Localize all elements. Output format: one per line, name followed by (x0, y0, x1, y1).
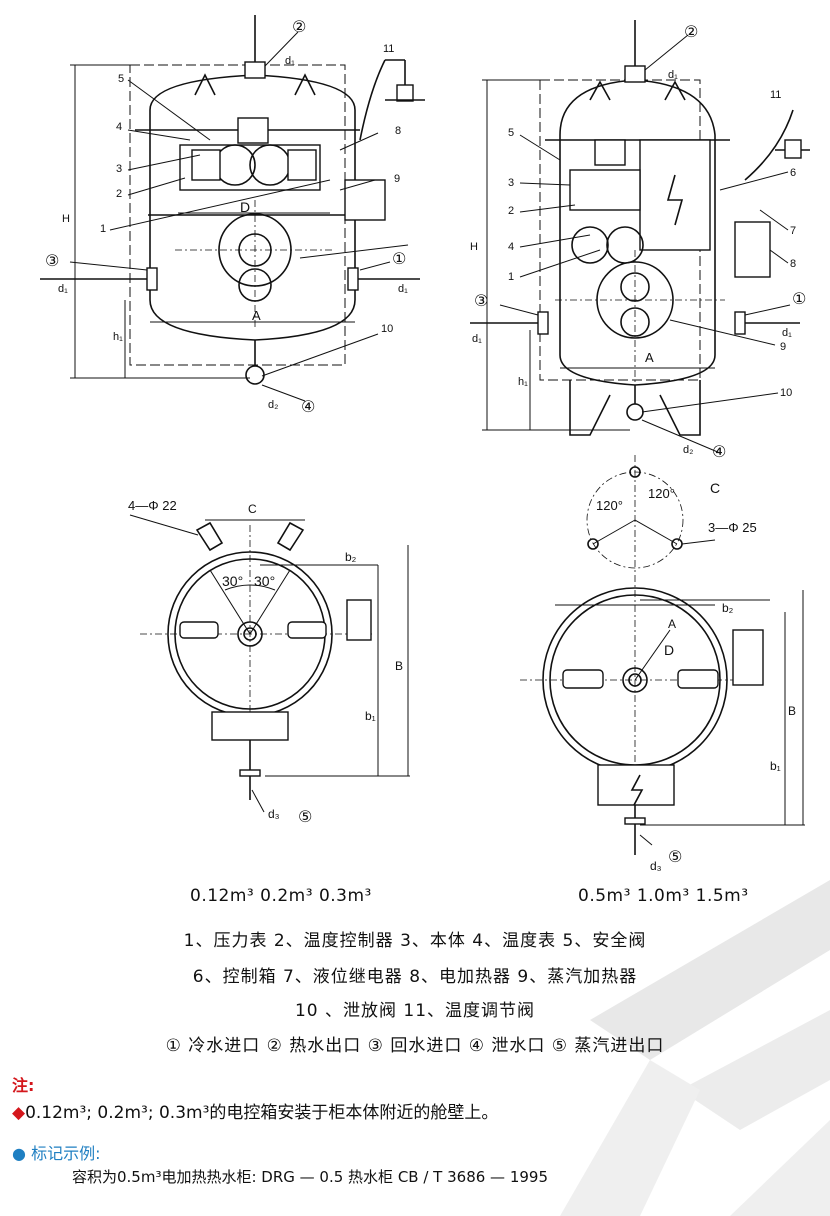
label-A-right: A (645, 350, 654, 365)
callout-r8: 8 (790, 258, 796, 270)
front-view-small (40, 15, 425, 402)
top-view-small (129, 514, 410, 813)
callout-5: 5 (118, 73, 124, 85)
label-d2-left: d₂ (268, 399, 278, 411)
legend-ports: ① 冷水进口 ② 热水出口 ③ 回水进口 ④ 泄水口 ⑤ 蒸汽进出口 (165, 1036, 665, 1056)
callout-r3: 3 (508, 177, 514, 189)
label-H-left: H (62, 213, 70, 225)
callout-2: 2 (116, 188, 122, 200)
callout-r1: 1 (508, 271, 514, 283)
caption-large-sizes: 0.5m³ 1.0m³ 1.5m³ (578, 886, 749, 906)
label-b1-right: b₁ (770, 759, 781, 773)
port-r2: ② (684, 24, 698, 41)
legend-line-2: 6、控制箱 7、液位继电器 8、电加热器 9、蒸汽加热器 (192, 967, 638, 987)
label-H-right: H (470, 241, 478, 253)
technical-drawing: .s{stroke:#111;fill:none;stroke-width:1.… (40, 15, 810, 873)
watermark-logo (560, 880, 830, 1216)
legend-line-1: 1、压力表 2、温度控制器 3、本体 4、温度表 5、安全阀 (183, 931, 647, 951)
port-5-left: ⑤ (298, 809, 312, 826)
caption-small-sizes: 0.12m³ 0.2m³ 0.3m³ (190, 886, 372, 906)
label-d1-right-right: d₁ (782, 327, 792, 339)
label-d1-left: d₁ (58, 283, 68, 295)
label-D-left: D (240, 199, 250, 215)
port-4: ④ (301, 399, 315, 416)
port-r1: ① (792, 291, 806, 308)
callout-r9: 9 (780, 341, 786, 353)
label-h1-left: h₁ (113, 331, 123, 343)
callout-8: 8 (395, 125, 401, 137)
label-d1-left-right: d₁ (472, 333, 482, 345)
label-d3-left: d₃ (268, 807, 280, 821)
front-view-large (470, 20, 810, 454)
label-b2-right: b₂ (722, 601, 734, 615)
label-A-left: A (252, 308, 261, 323)
label-d1-top-right: d₁ (668, 69, 678, 81)
note-text: 0.12m³; 0.2m³; 0.3m³的电控箱安装于柜本体附近的舱壁上。 (25, 1103, 499, 1123)
callout-r6: 6 (790, 167, 796, 179)
port-1: ① (392, 251, 406, 268)
top-view-large-labels: A D b₂ B b₁ d₃ C 3—Φ 25 120° 120° ⑤ (596, 480, 796, 873)
top-view-small-labels: C b₂ B b₁ d₃ 4—Φ 22 30° 30° ⑤ (128, 498, 403, 826)
note-title: 注: (12, 1076, 35, 1095)
diamond-bullet-icon: ◆ (12, 1103, 26, 1123)
callout-9: 9 (394, 173, 400, 185)
label-d1-top: d₁ (285, 55, 295, 67)
port-3: ③ (45, 253, 59, 270)
callout-1: 1 (100, 223, 106, 235)
callout-r2: 2 (508, 205, 514, 217)
label-angle30b: 30° (254, 573, 275, 589)
example-title-row: ● 标记示例: (12, 1140, 100, 1164)
callout-3: 3 (116, 163, 122, 175)
label-b1-left: b₁ (365, 709, 376, 723)
label-angle120: 120° (596, 498, 623, 513)
label-D-top-right: D (664, 642, 674, 658)
callout-r7: 7 (790, 225, 796, 237)
example-title: 标记示例: (31, 1144, 101, 1163)
front-view-small-labels: H D A d₁ d₁ d₁ h₁ d₂ 5 4 3 2 1 8 9 10 11… (45, 19, 408, 416)
callout-r10: 10 (780, 387, 792, 399)
label-holes-left: 4—Φ 22 (128, 498, 177, 513)
legend-line-3: 10 、泄放阀 11、温度调节阀 (294, 1001, 536, 1021)
dot-bullet-icon: ● (12, 1144, 26, 1163)
label-h1-right: h₁ (518, 376, 528, 388)
label-A-top-right: A (668, 617, 676, 631)
label-d2-right: d₂ (683, 444, 693, 456)
top-view-large (520, 455, 805, 855)
label-B-left: B (395, 659, 403, 673)
port-5-right: ⑤ (668, 849, 682, 866)
label-b2-left: b₂ (345, 550, 357, 564)
callout-4: 4 (116, 121, 122, 133)
front-view-large-labels: H A d₁ d₁ d₁ h₁ d₂ 5 3 2 4 1 6 7 8 9 10 … (470, 24, 806, 461)
port-r4: ④ (712, 444, 726, 461)
port-r3: ③ (474, 293, 488, 310)
callout-r11: 11 (770, 89, 781, 101)
label-holes-right: 3—Φ 25 (708, 520, 757, 535)
label-C-left: C (248, 502, 257, 516)
label-angle30: 30° (222, 573, 243, 589)
label-angle120b: 120° (648, 486, 675, 501)
note-row: ◆0.12m³; 0.2m³; 0.3m³的电控箱安装于柜本体附近的舱壁上。 (12, 1098, 498, 1123)
label-C-right: C (710, 480, 720, 496)
callout-10: 10 (381, 323, 393, 335)
label-d3-right: d₃ (650, 859, 662, 873)
callout-11: 11 (383, 43, 394, 55)
port-2: ② (292, 19, 306, 36)
example-text: 容积为0.5m³电加热热水柜: DRG — 0.5 热水柜 CB / T 368… (72, 1168, 548, 1186)
label-B-right: B (788, 704, 796, 718)
callout-r4: 4 (508, 241, 514, 253)
callout-r5: 5 (508, 127, 514, 139)
label-d1-right: d₁ (398, 283, 408, 295)
